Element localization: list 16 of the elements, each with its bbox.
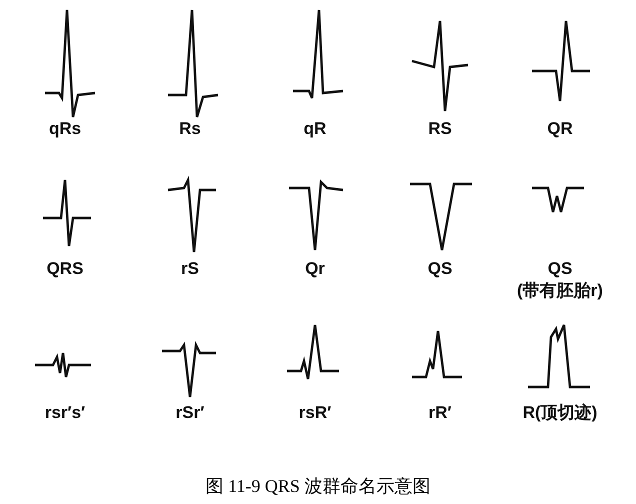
- figure-caption: 图 11-9 QRS 波群命名示意图: [206, 476, 430, 496]
- waveform-label: qRs: [48, 118, 82, 140]
- waveform-label: QRS: [46, 258, 84, 280]
- waveform-label: RS: [427, 118, 453, 140]
- waveform-label: rsr′s′: [44, 402, 86, 424]
- waveform-label: qR: [302, 118, 328, 140]
- waveform-label: rsR′: [298, 402, 332, 424]
- waveform-label: rS: [180, 258, 200, 280]
- waveform-label: QR: [546, 118, 574, 140]
- waveform-label: R(顶切迹): [522, 402, 598, 424]
- waveform-label: QS (带有胚胎r): [516, 258, 604, 302]
- waveform-label: QS: [426, 258, 454, 280]
- waveform-label: Qr: [304, 258, 326, 280]
- waveform-label: rSr′: [174, 402, 206, 424]
- waveform-label: rR′: [428, 402, 452, 424]
- waveform-label: Rs: [178, 118, 202, 140]
